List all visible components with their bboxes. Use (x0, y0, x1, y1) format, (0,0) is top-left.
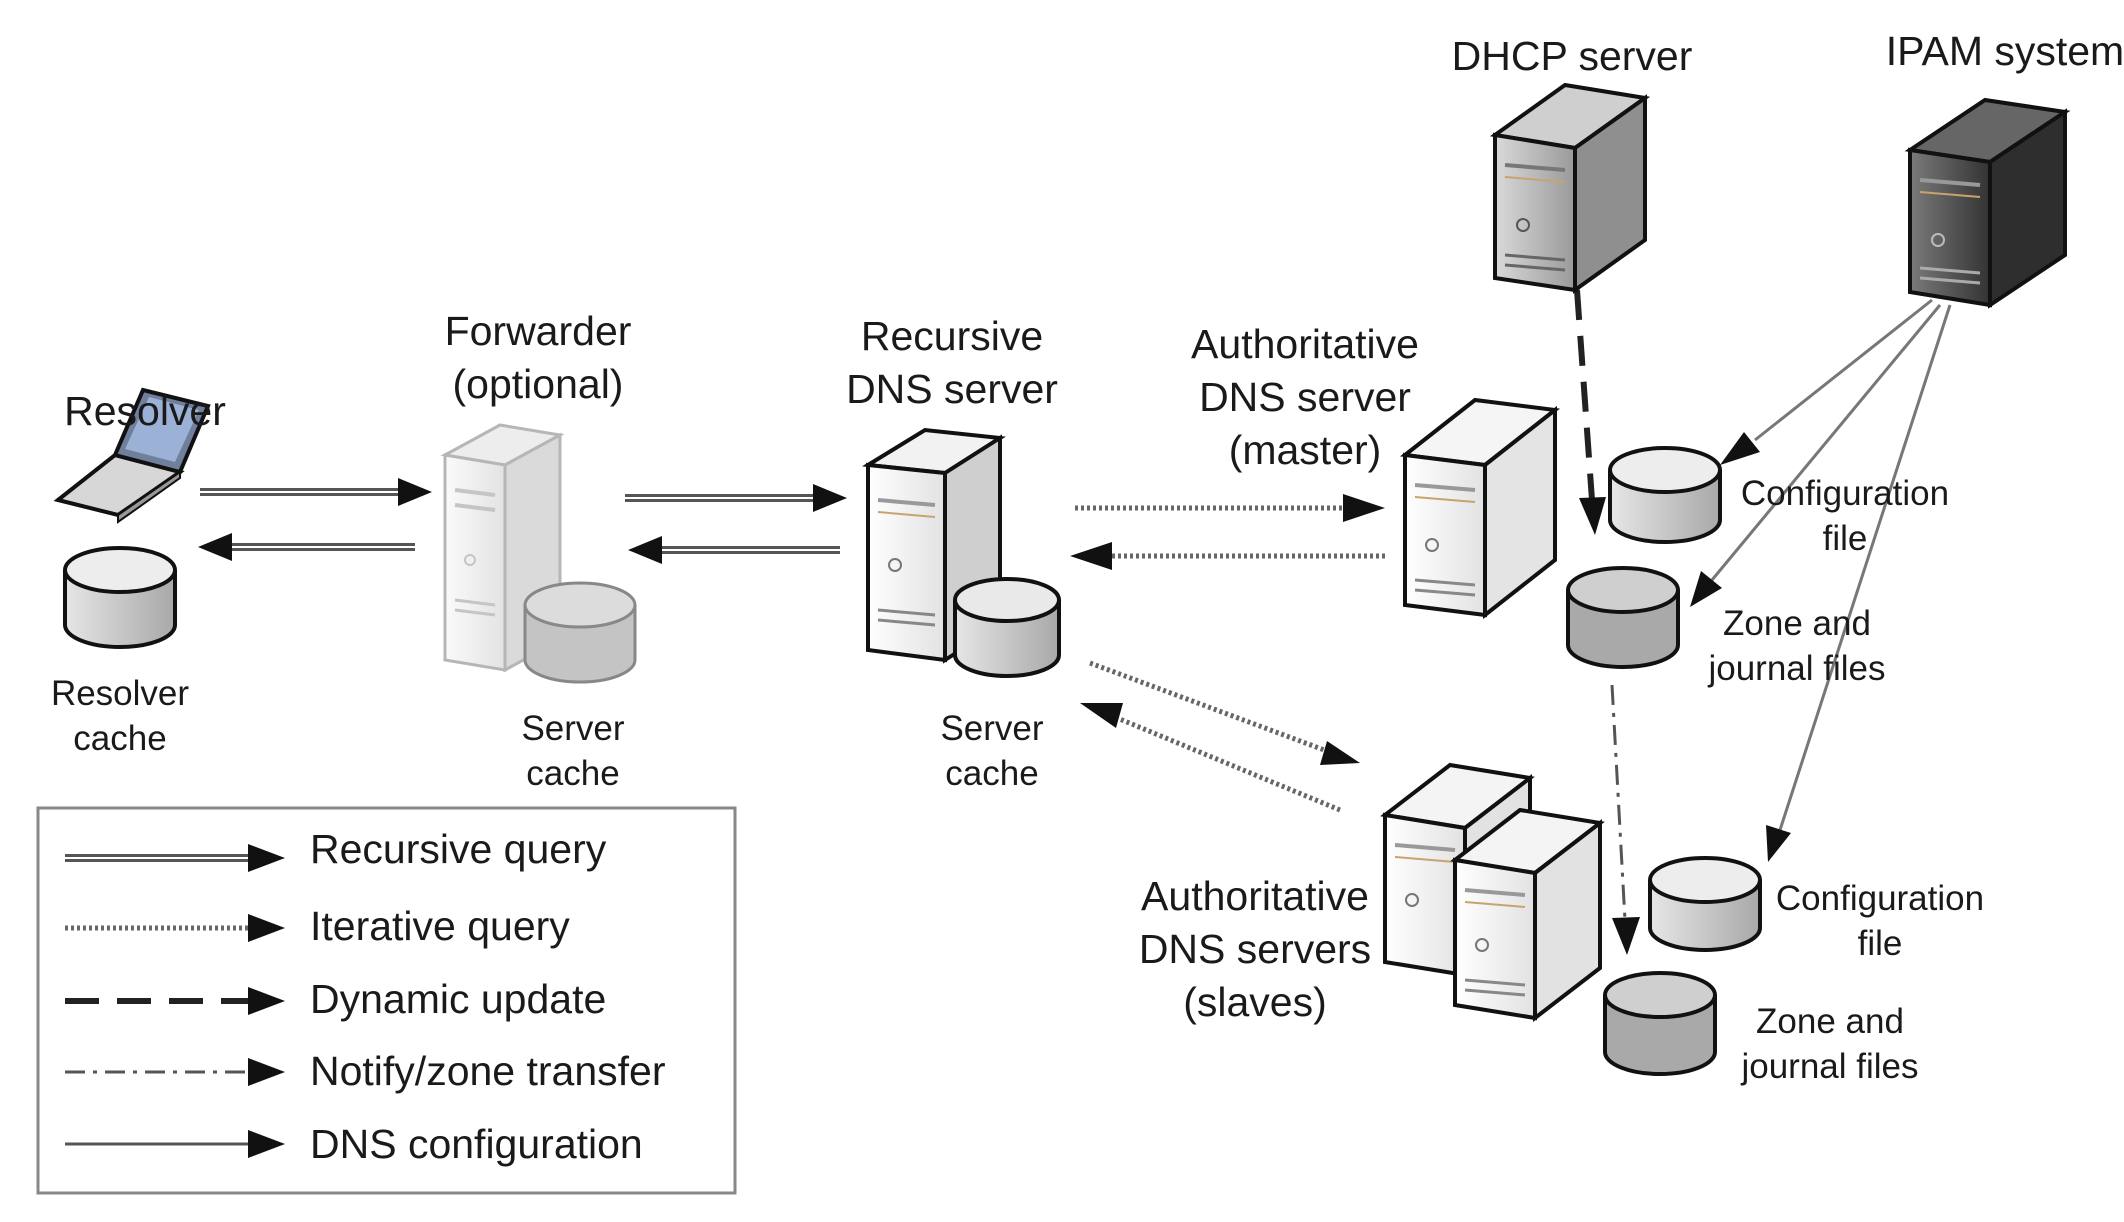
master-zone-label-line1: Zone and (1723, 604, 1871, 643)
ipam-server-icon (1904, 97, 2071, 309)
zone-transfer-master-to-slaves (1610, 684, 1640, 955)
forwarder-label-line1: Forwarder (445, 308, 632, 354)
dhcp-label: DHCP server (1452, 33, 1693, 79)
connections (198, 289, 1952, 955)
legend-box (36, 806, 737, 1195)
iterative-query-to-master (1075, 494, 1385, 522)
legend-item-dns-configuration: DNS configuration (65, 1121, 643, 1167)
resolver-cache-disk-icon (63, 546, 177, 649)
resolver-label: Resolver (64, 388, 226, 434)
dynamic-update-dhcp-to-master (1574, 289, 1606, 535)
legend-item-dynamic-update: Dynamic update (65, 976, 606, 1022)
iterative-response-from-master (1070, 542, 1385, 570)
legend-label-notify-zone-transfer: Notify/zone transfer (310, 1048, 666, 1094)
dns-config-ipam-to-slave-config (1766, 304, 1952, 862)
resolver-cache-label-line2: cache (73, 719, 166, 758)
master-zone-label-line2: journal files (1707, 649, 1885, 688)
slaves-label-line1: Authoritative (1141, 873, 1369, 919)
legend-item-iterative-query: Iterative query (65, 903, 570, 949)
recursive-cache-disk-icon (953, 577, 1061, 678)
slave-zone-disk-icon (1603, 971, 1717, 1076)
forwarder-server-icon (440, 423, 565, 673)
legend: Recursive query Iterative query Dynamic … (36, 806, 737, 1195)
slaves-label-line3: (slaves) (1183, 979, 1327, 1025)
forwarder-cache-label-line1: Server (521, 709, 624, 748)
recursive-label-line1: Recursive (861, 313, 1043, 359)
dns-config-ipam-to-master-config (1720, 298, 1933, 465)
master-label-line1: Authoritative (1191, 321, 1419, 367)
legend-item-recursive-query: Recursive query (65, 826, 607, 872)
forwarder-cache-disk-icon (523, 581, 637, 684)
legend-label-dns-configuration: DNS configuration (310, 1121, 643, 1167)
recursive-query-forwarder-to-recursive (625, 484, 847, 512)
master-zone-disk-icon (1566, 566, 1680, 669)
slave-zone-label-line2: journal files (1740, 1047, 1918, 1086)
iterative-query-to-slaves (1089, 660, 1360, 765)
forwarder-label-line2: (optional) (453, 361, 624, 407)
forwarder-cache-label-line2: cache (526, 754, 619, 793)
legend-item-notify-zone-transfer: Notify/zone transfer (65, 1048, 666, 1094)
recursive-response-recursive-to-forwarder (628, 536, 840, 564)
recursive-response-forwarder-to-resolver (198, 533, 415, 561)
slave-server-2-icon (1450, 807, 1605, 1023)
master-label-line2: DNS server (1199, 374, 1411, 420)
slave-config-label-line2: file (1858, 924, 1903, 963)
slave-config-label-line1: Configuration (1776, 879, 1984, 918)
dns-config-ipam-to-master-zone (1690, 304, 1942, 607)
slave-config-disk-icon (1648, 856, 1762, 952)
master-config-label-line1: Configuration (1741, 474, 1949, 513)
legend-label-dynamic-update: Dynamic update (310, 976, 606, 1022)
recursive-label-line2: DNS server (846, 366, 1058, 412)
resolver-laptop-icon (53, 387, 211, 524)
recursive-cache-label-line2: cache (945, 754, 1038, 793)
resolver-cache-label-line1: Resolver (51, 674, 189, 713)
legend-label-recursive-query: Recursive query (310, 826, 607, 872)
slave-zone-label-line1: Zone and (1756, 1002, 1904, 1041)
dhcp-server-icon (1489, 82, 1651, 294)
master-config-disk-icon (1608, 446, 1722, 544)
ipam-label: IPAM system (1886, 28, 2124, 74)
master-server-icon (1399, 397, 1561, 620)
iterative-response-from-slaves (1080, 703, 1341, 813)
master-label-line3: (master) (1229, 427, 1382, 473)
legend-label-iterative-query: Iterative query (310, 903, 570, 949)
recursive-query-resolver-to-forwarder (200, 478, 432, 506)
slaves-label-line2: DNS servers (1139, 926, 1371, 972)
master-config-label-line2: file (1823, 519, 1868, 558)
recursive-cache-label-line1: Server (940, 709, 1043, 748)
